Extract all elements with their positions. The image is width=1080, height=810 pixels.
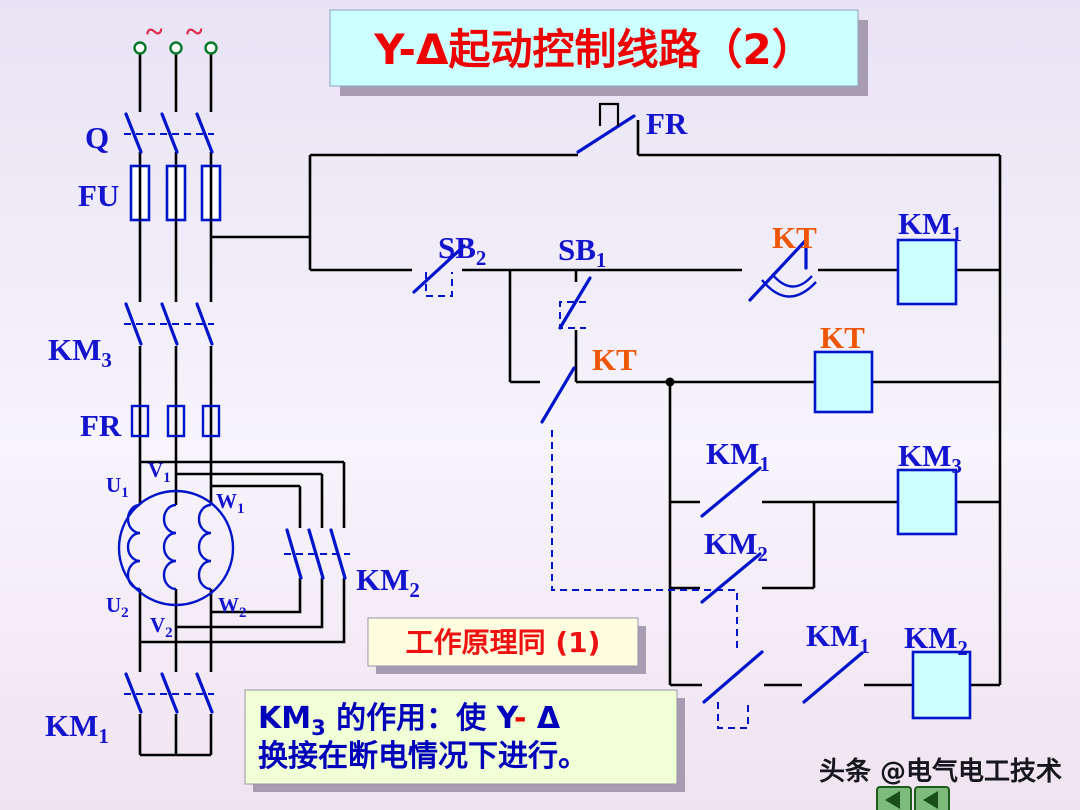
supply-terminal-3 xyxy=(204,41,218,55)
fuse-through-wires xyxy=(138,166,213,220)
km3-coil: KM3 xyxy=(896,438,962,536)
note-box-2: KM3 的作用：使 Y- Δ 换接在断电情况下进行。 xyxy=(244,689,685,792)
nav-next-button[interactable] xyxy=(914,786,950,810)
km3-blades xyxy=(124,302,214,346)
motor-circle xyxy=(117,489,235,607)
nav-prev-button[interactable] xyxy=(876,786,912,810)
three-phase-supply: ~ ~ xyxy=(133,13,218,55)
kt-coil-label: KT xyxy=(820,320,865,355)
km1-aux-label: KM1 xyxy=(706,436,770,476)
km1-coil: KM1 xyxy=(896,206,962,306)
u1-label: U1 xyxy=(106,473,129,501)
contactor-km3-main-contacts: KM3 xyxy=(48,302,214,372)
w1-label: W1 xyxy=(216,489,245,517)
kt-delay-arcs xyxy=(761,273,817,298)
fuses-fu: FU xyxy=(78,164,222,222)
km1-coil-label: KM1 xyxy=(898,206,962,246)
km1-blades xyxy=(124,672,214,714)
note2-box xyxy=(244,689,678,785)
sb1-label: SB1 xyxy=(558,232,606,272)
note1-box xyxy=(367,617,639,667)
km3-coil-box xyxy=(896,468,958,536)
kt-delayed-contact-mid: KT xyxy=(540,342,738,650)
start-button-sb1: SB1 xyxy=(558,232,606,330)
supply-terminal-2 xyxy=(169,41,183,55)
contactor-km2-main-contacts: KM2 xyxy=(284,528,420,602)
disconnect-switch-q: Q xyxy=(85,112,214,155)
phase-tilde-1: ~ xyxy=(146,13,163,49)
kt-linkage-long-dashed xyxy=(551,430,738,650)
km1-aux-blade xyxy=(700,466,762,518)
km1-bottom-label: KM1 xyxy=(806,618,870,658)
fr-heater-1 xyxy=(130,404,150,438)
title-box xyxy=(329,9,859,87)
kt-mid-blade xyxy=(540,366,576,424)
motor-windings: U1 V1 W1 U2 V2 W2 xyxy=(106,458,247,641)
fr-top-label: FR xyxy=(646,106,688,141)
fr-heater-3 xyxy=(201,404,221,438)
km2-power-label: KM2 xyxy=(356,562,420,602)
km3-left-label: KM3 xyxy=(48,332,112,372)
sb1-actuator-dashed xyxy=(559,301,586,329)
note-box-1: 工作原理同 (1) xyxy=(367,617,646,674)
supply-terminal-1 xyxy=(133,41,147,55)
power-wires xyxy=(138,54,346,757)
sb2-actuator-dashed xyxy=(425,272,453,297)
note2-line2: 换接在断电情况下进行。 xyxy=(258,739,588,774)
w2-label: W2 xyxy=(218,593,247,621)
km2-coil-label: KM2 xyxy=(904,620,968,660)
kt-linked-blade xyxy=(702,650,764,704)
fr-nc-contact: FR xyxy=(576,102,688,154)
page-title: Y-Δ起动控制线路（2） xyxy=(373,25,813,74)
v2-label: V2 xyxy=(150,613,173,641)
kt-linked-actuator-dashed xyxy=(717,702,749,729)
sb2-label: SB2 xyxy=(438,230,486,270)
kt-top-blade xyxy=(748,238,808,302)
km1-left-label: KM1 xyxy=(45,708,109,748)
control-wires xyxy=(308,120,1002,687)
kt-coil: KT xyxy=(813,320,874,414)
note2-line1: KM3 的作用：使 Y- Δ xyxy=(258,701,561,740)
km1-aux-contact: KM1 xyxy=(700,436,770,518)
fu-label: FU xyxy=(78,178,119,213)
note1-text: 工作原理同 (1) xyxy=(406,626,601,659)
km1-aux-contact-bottom: KM1 xyxy=(802,618,870,704)
phase-tilde-2: ~ xyxy=(186,13,203,49)
junction-dot xyxy=(665,377,675,387)
q-label: Q xyxy=(85,120,109,155)
watermark: 头条 @电气电工技术 xyxy=(819,756,1062,787)
winding-coils xyxy=(126,503,212,591)
fr-heater-2 xyxy=(166,404,186,438)
thermal-relay-fr-heaters: FR xyxy=(80,404,221,443)
kt-linked-contact xyxy=(702,650,764,729)
nav-next-arrow-icon xyxy=(923,791,938,809)
km1-coil-box xyxy=(896,238,958,306)
fr-contact-blade xyxy=(576,114,636,154)
km2-coil: KM2 xyxy=(904,620,972,720)
u2-label: U2 xyxy=(106,593,129,621)
km2-aux-contact: KM2 xyxy=(700,526,768,604)
km2-aux-label: KM2 xyxy=(704,526,768,566)
kt-delayed-contact-top: KT xyxy=(748,220,817,302)
stop-button-sb2: SB2 xyxy=(412,230,486,297)
km2-aux-blade xyxy=(700,552,762,604)
contactor-km1-main-contacts: KM1 xyxy=(45,672,214,748)
km3-coil-label: KM3 xyxy=(898,438,962,478)
kt-top-label: KT xyxy=(772,220,817,255)
fr-thermal-symbol xyxy=(598,102,620,126)
fr-left-label: FR xyxy=(80,408,122,443)
km2-coil-box xyxy=(911,650,972,720)
sb1-blade xyxy=(558,276,592,330)
sb2-blade xyxy=(412,244,466,294)
q-blades xyxy=(124,112,214,154)
nav-prev-arrow-icon xyxy=(885,791,900,809)
v1-label: V1 xyxy=(148,458,171,486)
title-banner: Y-Δ起动控制线路（2） xyxy=(329,9,868,96)
km1-bottom-blade xyxy=(802,651,864,704)
kt-coil-box xyxy=(813,350,874,414)
kt-mid-label: KT xyxy=(592,342,637,377)
